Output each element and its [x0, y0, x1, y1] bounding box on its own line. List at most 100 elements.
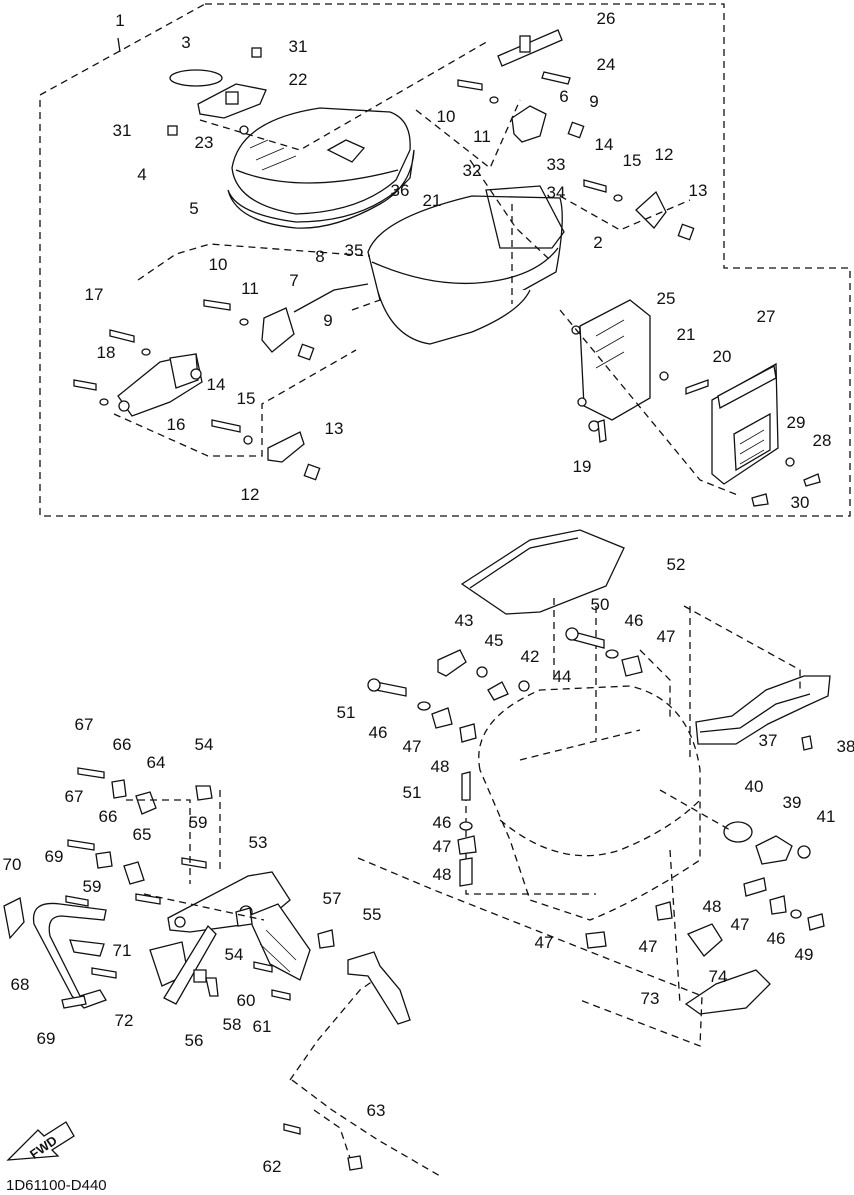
grab-handle	[32, 902, 107, 1009]
callout-58: 58	[223, 1015, 242, 1034]
callout-25: 25	[657, 289, 676, 308]
callout-10: 10	[209, 255, 228, 274]
callout-11: 11	[241, 279, 259, 298]
part-73	[684, 969, 771, 1015]
callout-13: 13	[689, 181, 708, 200]
callout-69: 69	[45, 847, 64, 866]
callout-49: 49	[795, 945, 814, 964]
callout-56: 56	[185, 1031, 204, 1050]
callout-6: 6	[559, 87, 568, 106]
diagram-code: 1D61100-D440	[6, 1177, 107, 1194]
callout-22: 22	[289, 70, 308, 89]
callout-33: 33	[547, 155, 566, 174]
callout-12: 12	[655, 145, 674, 164]
mount-plate	[579, 299, 651, 421]
callout-27: 27	[757, 307, 776, 326]
callout-47: 47	[657, 627, 676, 646]
hinge-bracket-7	[261, 307, 295, 353]
callout-31: 31	[113, 121, 132, 140]
callout-73: 73	[641, 989, 660, 1008]
callout-47: 47	[403, 737, 422, 756]
callout-57: 57	[323, 889, 342, 908]
callout-47: 47	[433, 837, 452, 856]
callout-69: 69	[37, 1029, 56, 1048]
callout-70: 70	[3, 855, 22, 874]
callout-47: 47	[535, 933, 554, 952]
callout-46: 46	[369, 723, 388, 742]
callout-8: 8	[315, 247, 324, 266]
lower-bracket	[267, 431, 305, 463]
callout-12: 12	[241, 485, 260, 504]
case-outline	[478, 685, 701, 921]
callout-7: 7	[289, 271, 298, 290]
callout-68: 68	[11, 975, 30, 994]
holder-39	[755, 835, 793, 865]
callout-59: 59	[189, 813, 208, 832]
callout-31: 31	[289, 37, 308, 56]
part-74	[686, 923, 723, 957]
callout-15: 15	[623, 151, 642, 170]
callout-50: 50	[591, 595, 610, 614]
callout-26: 26	[597, 9, 616, 28]
callout-40: 40	[745, 777, 764, 796]
callout-47: 47	[639, 937, 658, 956]
callout-71: 71	[113, 941, 132, 960]
callout-2: 2	[593, 233, 602, 252]
bracket-56	[163, 924, 217, 1005]
callout-54: 54	[225, 945, 244, 964]
callout-29: 29	[787, 413, 806, 432]
assembly-boundary	[39, 3, 851, 517]
callout-62: 62	[263, 1157, 282, 1176]
callout-48: 48	[703, 897, 722, 916]
callout-21: 21	[423, 191, 442, 210]
callout-5: 5	[189, 199, 198, 218]
callout-9: 9	[589, 92, 598, 111]
callout-52: 52	[667, 555, 686, 574]
callout-19: 19	[573, 457, 592, 476]
callout-67: 67	[65, 787, 84, 806]
callout-1: 1	[115, 11, 124, 30]
callout-55: 55	[363, 905, 382, 924]
callout-53: 53	[249, 833, 268, 852]
callout-63: 63	[367, 1101, 386, 1120]
callout-44: 44	[553, 667, 572, 686]
callout-48: 48	[431, 757, 450, 776]
fwd-arrow: FWD	[6, 1121, 75, 1162]
plate-40	[723, 821, 753, 843]
callout-45: 45	[485, 631, 504, 650]
callout-24: 24	[597, 55, 616, 74]
latch-cover	[169, 69, 223, 87]
callout-17: 17	[85, 285, 104, 304]
callout-38: 38	[837, 737, 854, 756]
callout-14: 14	[595, 135, 614, 154]
callout-34: 34	[547, 183, 566, 202]
callout-72: 72	[115, 1011, 134, 1030]
callout-65: 65	[133, 825, 152, 844]
callout-16: 16	[167, 415, 186, 434]
callout-64: 64	[147, 753, 166, 772]
callout-66: 66	[113, 735, 132, 754]
callout-9: 9	[323, 311, 332, 330]
callout-46: 46	[767, 929, 786, 948]
callout-11: 11	[473, 127, 491, 146]
callout-37: 37	[759, 731, 778, 750]
callout-43: 43	[455, 611, 474, 630]
callout-46: 46	[433, 813, 452, 832]
callout-67: 67	[75, 715, 94, 734]
hinge-pin	[293, 283, 369, 313]
callout-32: 32	[463, 161, 482, 180]
callout-51: 51	[403, 783, 422, 802]
callout-48: 48	[433, 865, 452, 884]
callout-23: 23	[195, 133, 214, 152]
callout-54: 54	[195, 735, 214, 754]
callout-30: 30	[791, 493, 810, 512]
callout-74: 74	[709, 967, 728, 986]
leader-1	[117, 37, 121, 53]
saddlebag-case	[367, 185, 565, 345]
callout-4: 4	[137, 165, 146, 184]
callout-18: 18	[97, 343, 116, 362]
callout-42: 42	[521, 647, 540, 666]
callout-36: 36	[391, 181, 410, 200]
